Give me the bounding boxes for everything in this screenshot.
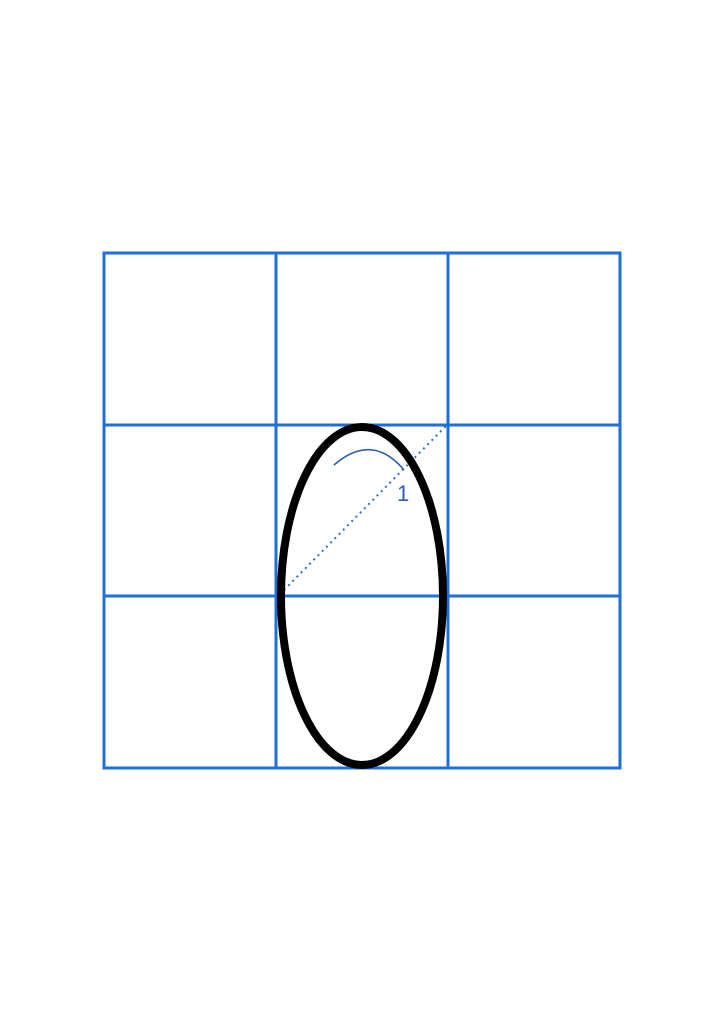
stroke-order-number: 1 <box>397 481 409 506</box>
grid-border <box>102 251 622 770</box>
tracing-grid <box>102 251 622 770</box>
diagonal-guide-line <box>283 425 447 591</box>
letter-oval-stroke <box>277 423 447 769</box>
stroke-direction-arrow-icon <box>333 448 405 471</box>
